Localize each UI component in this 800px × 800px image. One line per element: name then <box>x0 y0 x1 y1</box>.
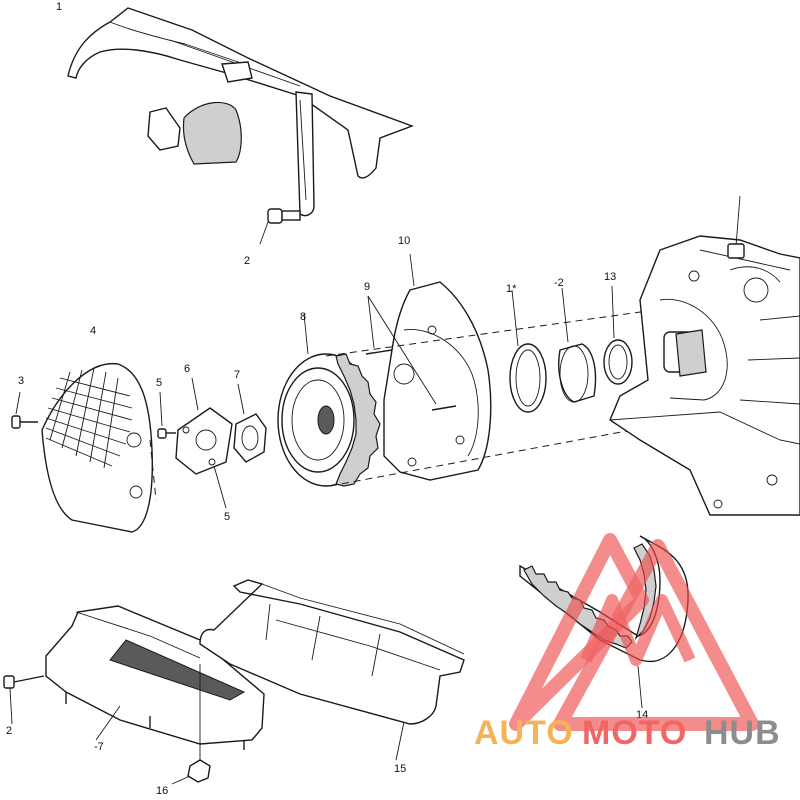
callout-2-upper: 2 <box>244 255 250 267</box>
nut <box>233 383 267 463</box>
screw-left <box>11 391 38 429</box>
watermark-text-hub: HUB <box>704 714 781 752</box>
bolt-upper <box>259 208 301 245</box>
callout-11: 1* <box>506 283 517 295</box>
callout-7: 7 <box>234 369 240 381</box>
lock-plate <box>175 377 233 509</box>
callout-12: -2 <box>554 277 564 289</box>
watermark-text-moto: MOTO <box>582 714 687 752</box>
lower-guard-right <box>199 579 465 761</box>
engine-case <box>609 195 800 516</box>
retaining-ring <box>603 285 633 385</box>
seal-ring <box>509 289 547 413</box>
callout-5b: 5 <box>224 511 230 523</box>
studs <box>365 295 457 411</box>
callout-2-lower: 2 <box>6 725 12 737</box>
callout-15: 15 <box>394 763 406 775</box>
sprocket-teeth <box>335 353 381 487</box>
callout-1: 1 <box>56 1 62 13</box>
callout-9: 9 <box>364 281 370 293</box>
cover-vent-grille <box>45 367 133 469</box>
watermark-logo: AUTO MOTO HUB <box>474 533 781 752</box>
watermark-text-auto: AUTO <box>474 714 574 752</box>
small-bolt <box>157 391 176 439</box>
callout-3: 3 <box>18 375 24 387</box>
triangle-logo-icon <box>509 533 759 731</box>
bolt-lower <box>3 675 45 725</box>
callout-10: 10 <box>398 235 410 247</box>
callout-labels: 1 2 3 4 5 6 7 8 9 10 1* -2 13 5 14 15 16… <box>6 1 648 797</box>
upper-chain-guard <box>67 7 415 217</box>
drive-sprocket <box>277 313 381 487</box>
sprocket-cover <box>41 363 157 533</box>
callout-13: 13 <box>604 271 616 283</box>
callout-17: -7 <box>94 741 104 753</box>
nut-lower <box>171 664 211 785</box>
callout-8: 8 <box>300 311 306 323</box>
bearing <box>558 287 597 403</box>
callout-4: 4 <box>90 325 96 337</box>
callout-6: 6 <box>184 363 190 375</box>
callout-16: 16 <box>156 785 168 795</box>
callout-5: 5 <box>156 377 162 389</box>
backing-plate <box>383 253 492 481</box>
lower-guard-left <box>45 605 265 750</box>
